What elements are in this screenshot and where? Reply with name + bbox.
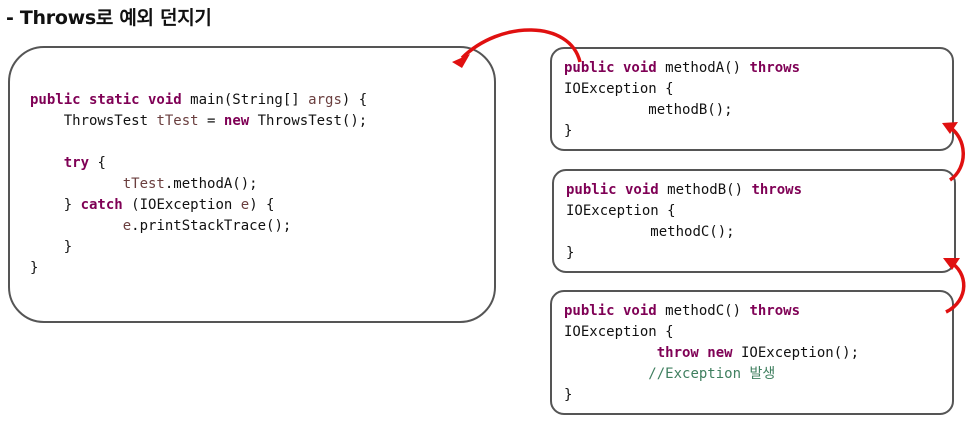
arrowhead-b	[943, 258, 960, 270]
arrow-c-to-b	[945, 260, 966, 314]
code-text: .methodA();	[164, 176, 258, 192]
code-text: {	[89, 155, 106, 171]
code-text: IOException {	[564, 81, 674, 97]
code-text: }	[564, 387, 573, 403]
page-title: - Throws로 예외 던지기	[6, 7, 212, 29]
code-variable: tTest	[156, 113, 199, 129]
code-keyword: catch	[80, 197, 123, 213]
code-keyword: throws	[751, 182, 803, 198]
method-b-box	[552, 169, 956, 273]
code-text: methodA()	[656, 60, 750, 76]
method-c-box	[550, 290, 954, 415]
code-text: methodC()	[656, 303, 750, 319]
code-text: IOException {	[566, 203, 676, 219]
code-variable: args	[308, 92, 342, 108]
code-keyword: public void	[564, 303, 657, 319]
code-text: (IOException	[122, 197, 241, 213]
code-keyword: throw new	[656, 345, 733, 361]
code-text: }	[63, 239, 73, 255]
code-keyword: public void	[566, 182, 659, 198]
method-c-code: public void methodC() throws IOException…	[564, 301, 859, 406]
code-variable: tTest	[122, 176, 165, 192]
code-keyword: throws	[749, 303, 801, 319]
code-text: }	[63, 197, 81, 213]
code-text: }	[566, 245, 575, 261]
method-a-box	[550, 47, 954, 151]
code-text: IOException {	[564, 324, 674, 340]
method-b-code: public void methodB() throws IOException…	[566, 180, 802, 264]
code-text: ThrowsTest();	[249, 113, 368, 129]
code-text: }	[30, 260, 39, 276]
code-comment: //Exception 발생	[648, 366, 776, 382]
code-text: methodC();	[650, 224, 735, 240]
arrowhead-main	[452, 54, 470, 68]
arrow-b-to-a	[946, 124, 965, 182]
code-text: methodB()	[658, 182, 752, 198]
arrow-a-to-main	[460, 28, 582, 63]
code-text: methodB();	[648, 102, 733, 118]
arrowhead-a	[942, 122, 958, 134]
code-keyword: new	[223, 113, 250, 129]
main-method-code: public static void main(String[] args) {…	[30, 90, 367, 279]
code-text: .printStackTrace();	[131, 218, 292, 234]
code-text: main(String[]	[181, 92, 309, 108]
code-text: }	[564, 123, 573, 139]
code-text: =	[198, 113, 224, 129]
code-text: ) {	[341, 92, 368, 108]
code-text: ) {	[249, 197, 275, 213]
code-variable: e	[240, 197, 250, 213]
code-text: IOException();	[732, 345, 860, 361]
main-method-box	[8, 46, 496, 323]
code-keyword: public void	[564, 60, 657, 76]
code-variable: e	[122, 218, 132, 234]
code-keyword: public static void	[30, 92, 182, 108]
method-a-code: public void methodA() throws IOException…	[564, 58, 800, 142]
code-keyword: try	[63, 155, 90, 171]
code-text: ThrowsTest	[63, 113, 157, 129]
code-keyword: throws	[749, 60, 801, 76]
